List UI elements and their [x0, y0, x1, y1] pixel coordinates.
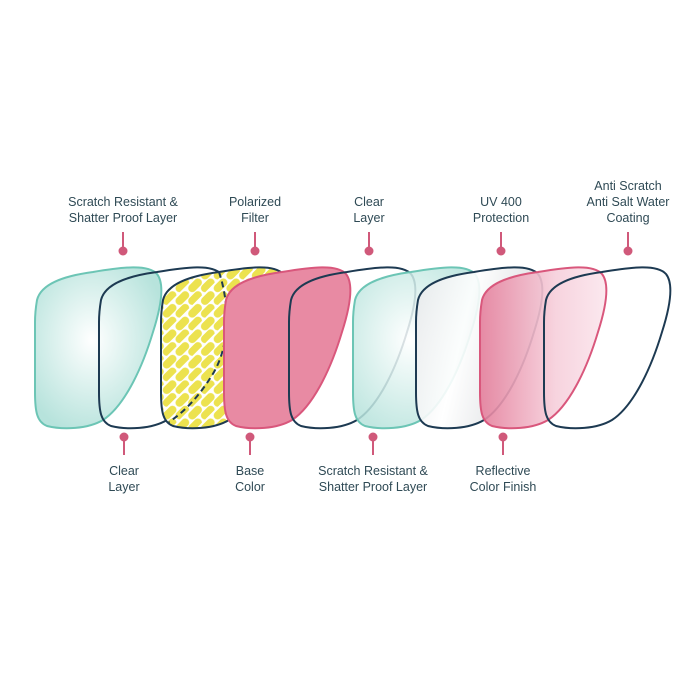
label-line: Base [235, 464, 265, 478]
label-scratch-resistant-top: Scratch Resistant & Shatter Proof Layer [43, 194, 203, 226]
label-line: Clear [109, 464, 139, 478]
pin-bottom-3 [368, 432, 378, 455]
label-line: UV 400 [480, 195, 522, 209]
label-line: Scratch Resistant & [68, 195, 178, 209]
label-line: Clear [354, 195, 384, 209]
pin-top-4 [496, 232, 506, 256]
label-line: Layer [108, 480, 140, 494]
pin-top-1 [118, 232, 128, 256]
label-line: Reflective [475, 464, 531, 478]
label-line: Layer [353, 211, 385, 225]
label-line: Anti Scratch [594, 179, 662, 193]
label-line: Shatter Proof Layer [318, 480, 428, 494]
lens-polarized-filter [160, 266, 289, 430]
label-line: Polarized [228, 195, 282, 209]
label-clear-layer-bottom: Clear Layer [44, 463, 204, 495]
label-line: Anti Salt Water [586, 195, 670, 209]
label-line: Protection [472, 211, 530, 225]
label-reflective-color-finish: Reflective Color Finish [423, 463, 583, 495]
pin-bottom-1 [119, 432, 129, 455]
label-clear-layer-top: Clear Layer [289, 194, 449, 226]
pin-bottom-2 [245, 432, 255, 455]
label-polarized-filter: Polarized Filter [175, 194, 335, 226]
label-scratch-resistant-bottom: Scratch Resistant & Shatter Proof Layer [293, 463, 453, 495]
label-line: Filter [241, 211, 269, 225]
label-line: Shatter Proof Layer [68, 211, 178, 225]
pin-top-5 [623, 232, 633, 256]
label-line: Scratch Resistant & [318, 464, 428, 478]
pin-top-2 [250, 232, 260, 256]
label-line: Color Finish [469, 480, 537, 494]
pin-top-3 [364, 232, 374, 256]
label-base-color: Base Color [170, 463, 330, 495]
label-line: Coating [606, 211, 650, 225]
pin-bottom-4 [498, 432, 508, 455]
label-uv400-protection: UV 400 Protection [421, 194, 581, 226]
lens-base-color [223, 266, 352, 430]
label-anti-scratch-coating: Anti Scratch Anti Salt Water Coating [548, 178, 700, 226]
label-line: Color [235, 480, 265, 494]
